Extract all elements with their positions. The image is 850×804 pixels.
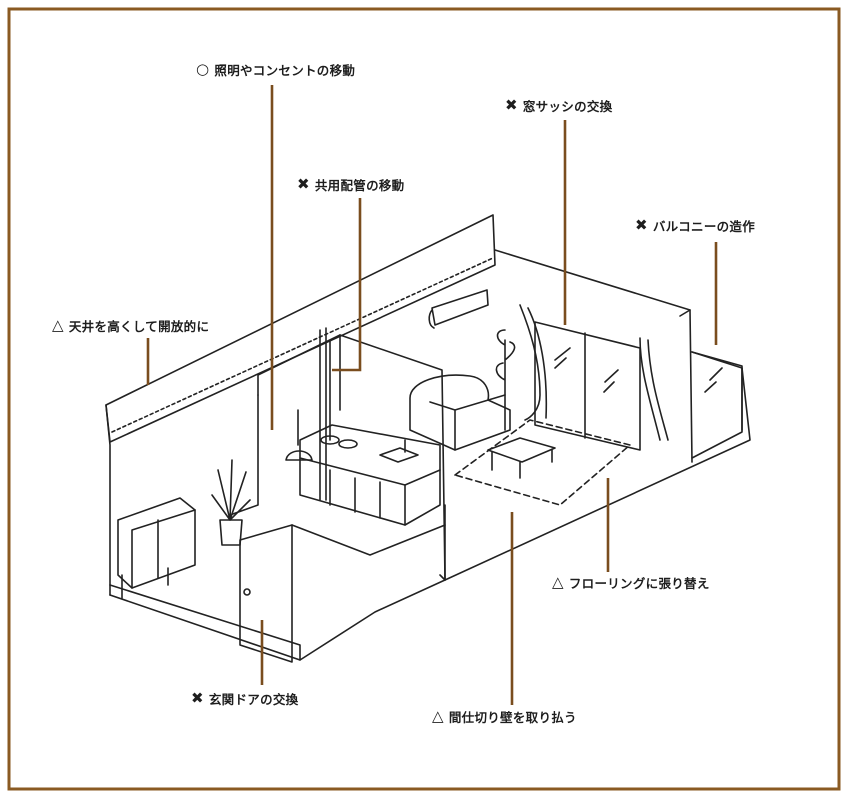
cross-mark-icon: ✖ [297, 175, 310, 193]
triangle-mark-icon: △ [432, 707, 444, 725]
triangle-mark-icon: △ [52, 316, 64, 334]
door-text: 玄関ドアの交換 [208, 692, 299, 707]
label-lighting: ○ 照明やコンセントの移動 [196, 60, 355, 79]
plant-left [219, 519, 243, 546]
circle-mark-icon: ○ [196, 60, 210, 78]
shared-pipes [319, 327, 331, 501]
plant-sofa [495, 329, 516, 431]
sofa [409, 374, 511, 451]
balcony [691, 351, 743, 459]
curtain-left [519, 304, 548, 421]
label-window: ✖ 窓サッシの交換 [505, 96, 612, 115]
ceiling-dotted [111, 257, 494, 433]
window-sash [534, 321, 641, 451]
label-piping: ✖ 共用配管の移動 [297, 175, 404, 194]
back-wall [494, 249, 693, 463]
piping-text: 共用配管の移動 [314, 178, 405, 193]
balcony-text: バルコニーの造作 [652, 219, 756, 234]
cabinet [117, 497, 196, 589]
label-door: ✖ 玄関ドアの交換 [191, 689, 298, 708]
room-drawing [105, 214, 751, 663]
air-conditioner [428, 289, 489, 329]
triangle-mark-icon: △ [552, 573, 564, 591]
label-flooring: △ フローリングに張り替え [552, 573, 710, 592]
leader-piping [332, 198, 362, 372]
ceiling-text: 天井を高くして開放的に [68, 319, 210, 334]
cross-mark-icon: ✖ [635, 216, 648, 234]
frame-border [7, 7, 841, 791]
cross-mark-icon: ✖ [505, 96, 518, 114]
label-balcony: ✖ バルコニーの造作 [635, 216, 755, 235]
coffee-table [487, 437, 556, 479]
rug [454, 419, 631, 506]
curtain-right [639, 337, 669, 441]
label-partition: △ 間仕切り壁を取り払う [432, 707, 577, 726]
cross-mark-icon: ✖ [191, 689, 204, 707]
entrance-door [239, 524, 293, 663]
lighting-text: 照明やコンセントの移動 [214, 63, 356, 78]
window-text: 窓サッシの交換 [522, 99, 613, 114]
pendant-lamp [285, 409, 313, 461]
floor-outline [109, 579, 446, 661]
flooring-text: フローリングに張り替え [568, 576, 710, 591]
label-ceiling: △ 天井を高くして開放的に [52, 316, 209, 335]
partition-text: 間仕切り壁を取り払う [448, 710, 577, 725]
leader-lines [146, 85, 718, 705]
